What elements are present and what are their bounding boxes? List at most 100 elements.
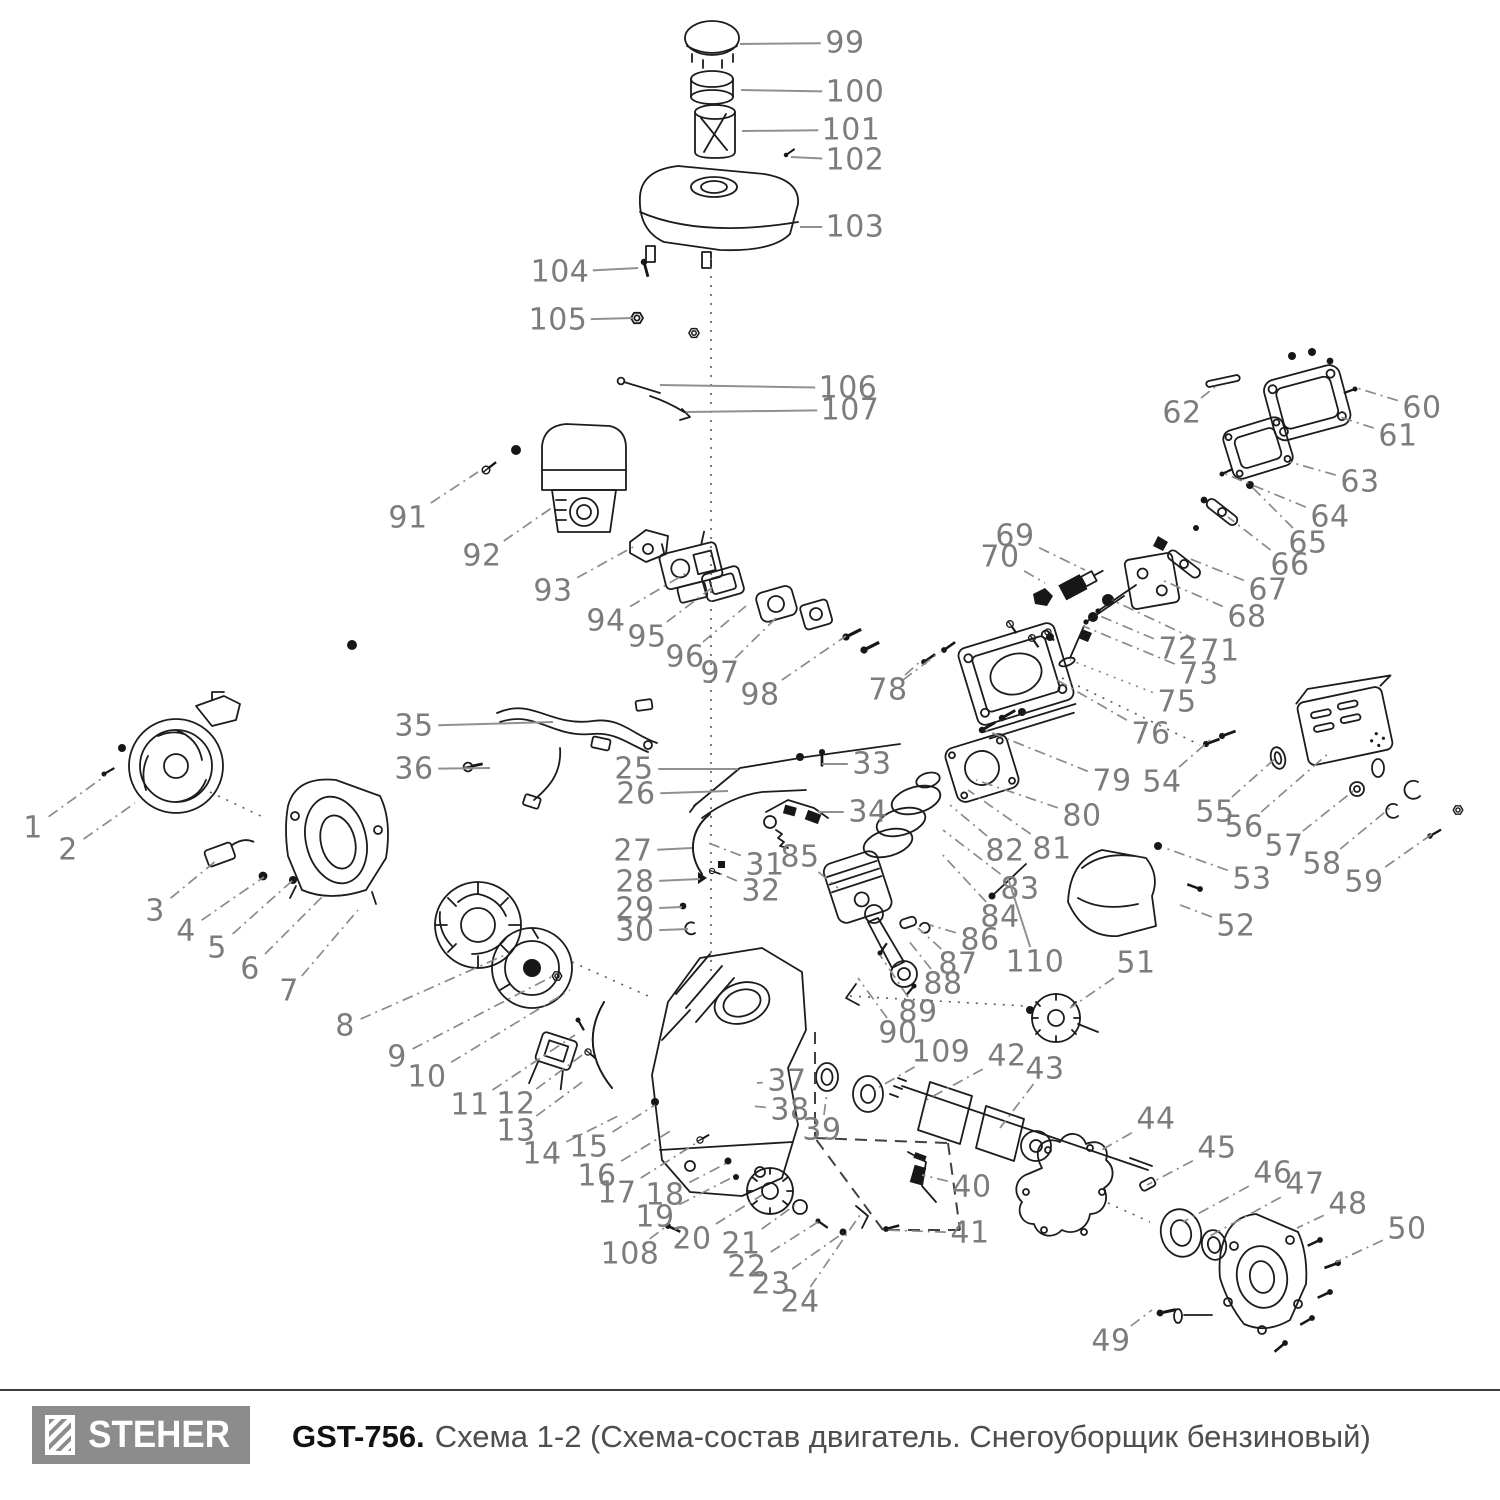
callout-110: 110 xyxy=(1006,945,1065,980)
callout-37: 37 xyxy=(767,1064,806,1099)
callout-108: 108 xyxy=(601,1237,660,1272)
callout-107: 107 xyxy=(821,393,880,428)
leader-19 xyxy=(678,1176,734,1206)
callout-82: 82 xyxy=(985,834,1024,869)
callout-3: 3 xyxy=(145,894,165,929)
callout-4: 4 xyxy=(176,914,196,949)
wrist-pin-86 xyxy=(899,915,918,930)
bit-g xyxy=(1200,496,1208,504)
muffler-bolt-54b xyxy=(1217,727,1238,741)
leader-72 xyxy=(1099,615,1155,640)
callout-99: 99 xyxy=(825,26,864,61)
dashed-box-segment xyxy=(814,1137,949,1144)
leader-40 xyxy=(921,1174,948,1183)
caption-text: Схема 1-2 (Схема-состав двигатель. Снего… xyxy=(434,1419,1371,1454)
diagram-caption: GST-756.Схема 1-2 (Схема-состав двигател… xyxy=(292,1419,1371,1455)
rocker-66 xyxy=(1205,498,1239,526)
governor-arm-34 xyxy=(763,799,829,849)
callout-32: 32 xyxy=(741,874,780,909)
leader-100 xyxy=(740,89,823,93)
leader-13 xyxy=(535,1079,586,1117)
leader-58 xyxy=(1339,807,1391,850)
leader-94 xyxy=(629,571,689,608)
leader-7 xyxy=(301,909,359,977)
ignition-coil-11 xyxy=(528,1031,578,1091)
leader-41 xyxy=(885,1229,946,1233)
callout-70: 70 xyxy=(980,540,1019,575)
callout-90: 90 xyxy=(878,1016,917,1051)
dashed-box-segment xyxy=(947,1142,961,1231)
leader-82 xyxy=(949,804,988,837)
leader-95 xyxy=(666,586,714,623)
callout-60: 60 xyxy=(1402,391,1441,426)
callout-23: 23 xyxy=(751,1267,790,1302)
callout-93: 93 xyxy=(533,574,572,609)
callout-100: 100 xyxy=(826,75,885,110)
leader-80 xyxy=(975,779,1059,809)
starter-bracket xyxy=(195,691,241,727)
screw-17 xyxy=(695,1131,712,1145)
screw-36 xyxy=(461,758,485,774)
seal-47 xyxy=(1200,1229,1228,1261)
pin-62 xyxy=(1205,374,1241,388)
callout-85: 85 xyxy=(780,840,819,875)
leader-78 xyxy=(904,659,923,676)
bearing-46 xyxy=(1159,1208,1203,1258)
callout-89: 89 xyxy=(898,995,937,1030)
fuel-tank xyxy=(639,165,799,269)
cover-bolt-d xyxy=(1298,1313,1317,1329)
callout-63: 63 xyxy=(1340,465,1379,500)
leader-104 xyxy=(592,267,639,272)
clip-28 xyxy=(698,872,707,884)
callout-38: 38 xyxy=(770,1093,809,1128)
callout-78: 78 xyxy=(868,673,907,708)
callout-55: 55 xyxy=(1195,795,1234,830)
bolt-89 xyxy=(875,941,890,958)
callout-31: 31 xyxy=(745,848,784,883)
air-filter-screw-91 xyxy=(479,458,500,477)
bit-i xyxy=(1153,536,1168,551)
starter-bolt-b xyxy=(118,744,126,752)
bit-15 xyxy=(651,1098,659,1106)
leader-56 xyxy=(1260,751,1331,813)
callout-27: 27 xyxy=(613,834,652,869)
connecting-rod-88 xyxy=(864,904,918,988)
leader-86 xyxy=(929,924,957,934)
gasket-97 xyxy=(799,598,833,631)
leader-2 xyxy=(83,802,136,840)
callout-91: 91 xyxy=(388,501,427,536)
cylinder-head-76 xyxy=(957,622,1077,740)
callout-84: 84 xyxy=(980,900,1019,935)
spacer-96 xyxy=(755,585,798,623)
woodruff-key-39 xyxy=(913,1152,927,1162)
ignition-switch-3 xyxy=(203,839,255,868)
callout-17: 17 xyxy=(597,1176,636,1211)
leader-84 xyxy=(939,851,987,903)
leader-5 xyxy=(232,879,294,935)
muffler-rings-57-59 xyxy=(1349,758,1464,841)
leader-67 xyxy=(1187,557,1245,582)
callout-19: 19 xyxy=(635,1200,674,1235)
callout-81: 81 xyxy=(1032,832,1071,867)
callout-41: 41 xyxy=(950,1216,989,1251)
carb-gasket-95 xyxy=(701,565,745,603)
callout-62: 62 xyxy=(1162,396,1201,431)
leader-36 xyxy=(438,767,491,770)
callout-9: 9 xyxy=(387,1040,407,1075)
leader-54 xyxy=(1178,739,1211,768)
callout-48: 48 xyxy=(1328,1187,1367,1222)
leader-76 xyxy=(1056,679,1128,721)
leader-9 xyxy=(412,974,556,1050)
screw-32 xyxy=(708,867,722,878)
callout-21: 21 xyxy=(721,1227,760,1262)
callout-79: 79 xyxy=(1092,764,1131,799)
leader-47 xyxy=(1209,1196,1282,1237)
callout-13: 13 xyxy=(496,1114,535,1149)
crankshaft-42 xyxy=(889,1077,1153,1171)
studs-98 xyxy=(840,625,882,656)
leader-88 xyxy=(907,939,932,970)
leader-75 xyxy=(1069,659,1154,694)
leader-109 xyxy=(873,1066,915,1091)
guide-line xyxy=(571,961,649,997)
callout-29: 29 xyxy=(615,892,654,927)
